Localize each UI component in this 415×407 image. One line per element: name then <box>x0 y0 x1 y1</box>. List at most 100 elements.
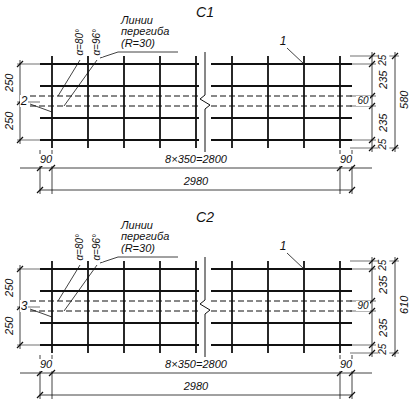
dimension-tick <box>37 187 43 193</box>
dimension-tick <box>37 165 43 171</box>
dimension-text: 90 <box>339 359 353 371</box>
longitudinal-bar <box>40 322 199 324</box>
transverse-bar <box>339 56 341 148</box>
dimension-tick <box>349 370 355 376</box>
leader-line <box>58 60 80 96</box>
dimension-text: 25 <box>379 137 390 150</box>
longitudinal-bar <box>40 344 199 346</box>
bend-line <box>30 311 199 312</box>
dimension-tick <box>369 103 375 109</box>
dimension-line <box>395 257 396 357</box>
transverse-bar <box>159 261 161 353</box>
transverse-bar <box>51 56 53 148</box>
dimension-line <box>372 52 373 152</box>
dimension-text: 25 <box>379 53 390 66</box>
mesh-title: С1 <box>195 5 215 20</box>
leader-line <box>287 253 304 269</box>
dimension-tick <box>392 258 398 264</box>
dimension-tick <box>369 258 375 264</box>
dimension-tick <box>49 370 55 376</box>
dimension-tick <box>369 266 375 272</box>
longitudinal-bar <box>40 117 199 119</box>
dimension-tick <box>37 392 43 398</box>
bend-line <box>30 96 199 97</box>
dimension-text: 90 <box>39 359 53 371</box>
note-text: α=96° <box>92 28 103 57</box>
bend-line <box>30 106 199 107</box>
longitudinal-bar <box>40 268 199 270</box>
note-text: Линии перегиба (R=30) <box>121 15 179 50</box>
note-text: α=80° <box>75 233 86 262</box>
leader-line <box>30 309 52 317</box>
dimension-line <box>20 168 372 169</box>
leader-line <box>118 257 178 258</box>
dimension-text: 610 <box>399 295 411 315</box>
dimension-tick <box>17 61 23 67</box>
dimension-text: 25 <box>379 258 390 271</box>
dimension-line <box>40 190 352 191</box>
transverse-bar <box>123 261 125 353</box>
dimension-text: 250 <box>4 316 16 336</box>
dimension-line <box>40 395 352 396</box>
leader-line <box>30 104 52 112</box>
transverse-bar <box>339 261 341 353</box>
transverse-bar <box>123 56 125 148</box>
dimension-text: 8×350=2800 <box>164 154 228 166</box>
dimension-text: 250 <box>4 111 16 131</box>
leader-line <box>64 265 97 311</box>
dimension-tick <box>392 53 398 59</box>
dimension-line <box>395 52 396 152</box>
note-text: α=96° <box>92 233 103 262</box>
leader-line <box>64 60 97 106</box>
dimension-tick <box>17 266 23 272</box>
dimension-tick <box>369 61 375 67</box>
callout-number: 2 <box>20 95 29 108</box>
dimension-text: 235 <box>378 70 390 90</box>
dimension-line <box>372 257 373 357</box>
leader-line <box>287 48 304 64</box>
dimension-tick <box>349 165 355 171</box>
dimension-tick <box>37 370 43 376</box>
dimension-text: 90 <box>356 301 369 312</box>
transverse-bar <box>303 261 305 353</box>
leader-line <box>100 257 118 263</box>
dimension-text: 250 <box>4 73 16 93</box>
dimension-text: 2980 <box>183 176 209 188</box>
dimension-text: 580 <box>399 90 411 110</box>
dimension-tick <box>17 137 23 143</box>
dimension-tick <box>369 53 375 59</box>
leader-line <box>100 52 118 58</box>
transverse-bar <box>87 56 89 148</box>
dimension-text: 250 <box>4 278 16 298</box>
dimension-tick <box>49 165 55 171</box>
dimension-text: 2980 <box>183 381 209 393</box>
dimension-tick <box>337 370 343 376</box>
transverse-bar <box>51 261 53 353</box>
dimension-text: 25 <box>379 342 390 355</box>
dimension-text: 235 <box>378 113 390 133</box>
break-symbol <box>200 52 210 152</box>
transverse-bar <box>195 261 197 353</box>
dimension-text: 235 <box>378 318 390 338</box>
dimension-tick <box>369 145 375 151</box>
dimension-tick <box>369 298 375 304</box>
dimension-text: 90 <box>39 154 53 166</box>
dimension-line <box>20 373 372 374</box>
longitudinal-bar <box>40 139 199 141</box>
mesh-title: С2 <box>195 210 215 225</box>
dimension-tick <box>337 165 343 171</box>
dimension-text: 90 <box>339 154 353 166</box>
callout-number: 1 <box>279 240 288 253</box>
dimension-tick <box>369 137 375 143</box>
break-symbol <box>200 257 210 357</box>
callout-number: 3 <box>20 300 29 313</box>
dimension-tick <box>369 93 375 99</box>
transverse-bar <box>87 261 89 353</box>
dimension-tick <box>369 308 375 314</box>
transverse-bar <box>267 261 269 353</box>
dimension-tick <box>392 145 398 151</box>
callout-number: 1 <box>279 35 288 48</box>
dimension-tick <box>369 350 375 356</box>
